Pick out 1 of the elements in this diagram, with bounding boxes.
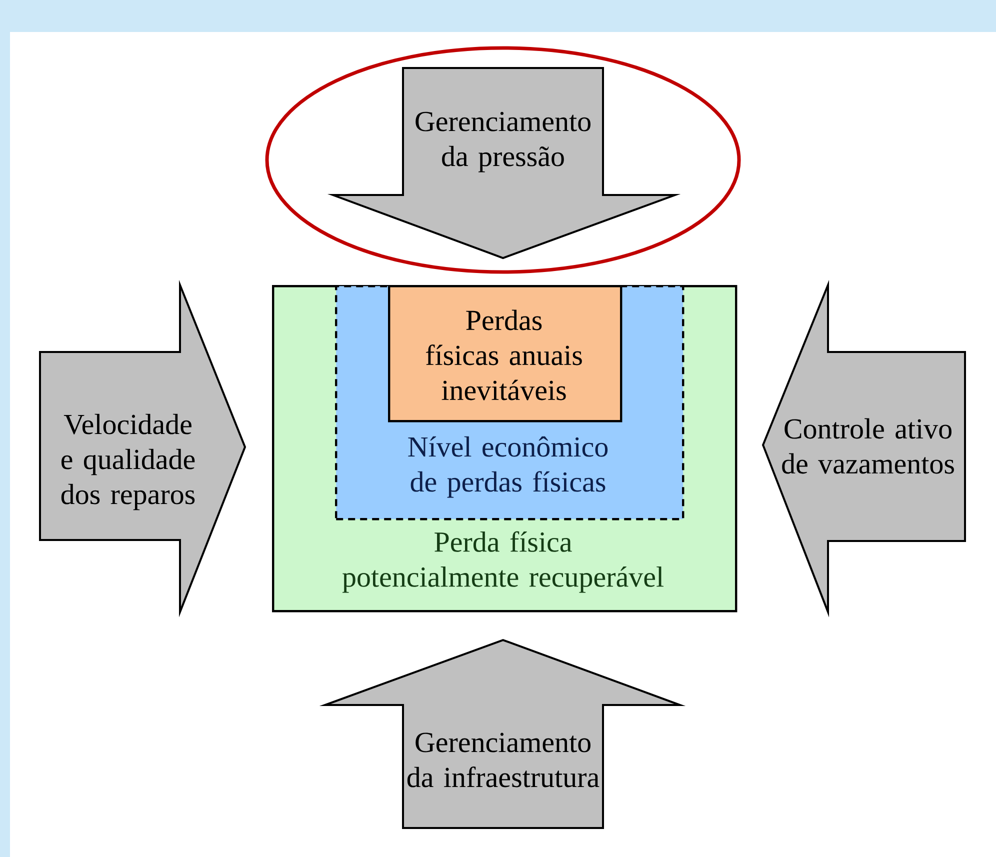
process-box: Perdas físicas anuais inevitáveis bbox=[388, 285, 622, 422]
